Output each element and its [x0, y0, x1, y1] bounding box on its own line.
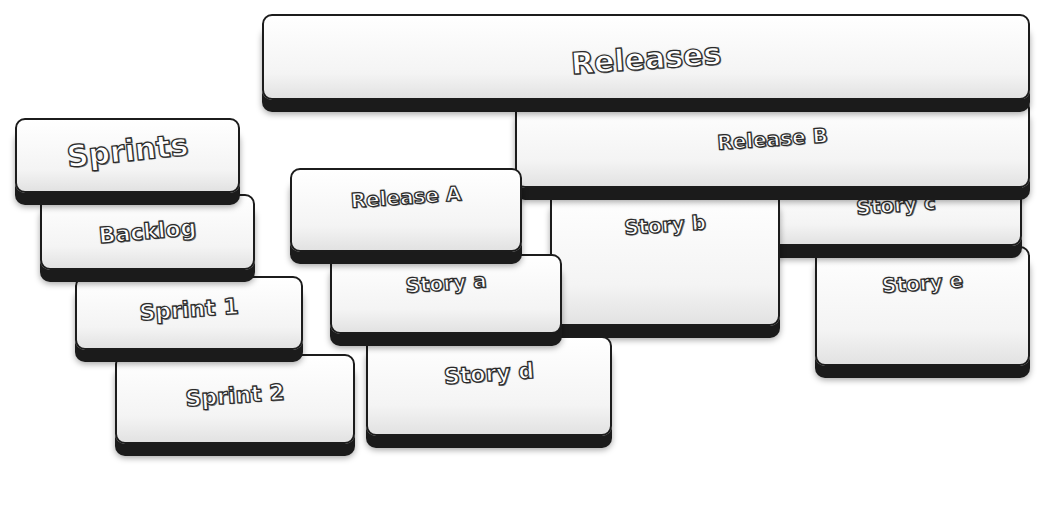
tile-label: Backlog: [41, 211, 253, 253]
tile-label: Releases: [264, 15, 1028, 101]
tile-label: Story c: [772, 185, 1021, 224]
story-tile: Story a: [330, 254, 562, 334]
story-tile: Releases: [262, 14, 1030, 100]
tile-label: Sprints: [16, 123, 239, 179]
story-tile: Sprint 1: [75, 276, 303, 350]
story-tile: Sprints: [15, 118, 240, 193]
tile-label: Release A: [292, 178, 521, 216]
story-tile: Release B: [515, 98, 1030, 188]
tile-label: Story e: [816, 265, 1028, 302]
story-tile: Sprint 2: [115, 354, 355, 444]
story-tile: Story d: [366, 336, 612, 436]
story-tile: Backlog: [40, 194, 255, 270]
tile-label: Sprint 2: [116, 376, 353, 417]
story-tile: Story e: [815, 246, 1030, 366]
tile-label: Sprint 1: [76, 290, 301, 330]
story-tile: Release A: [290, 168, 522, 252]
story-tile: Story b: [550, 190, 780, 326]
tile-label: Story d: [367, 354, 610, 395]
tile-label: Story b: [552, 206, 779, 244]
tile-label: Story a: [332, 264, 561, 302]
tile-label: Release B: [517, 110, 1028, 168]
